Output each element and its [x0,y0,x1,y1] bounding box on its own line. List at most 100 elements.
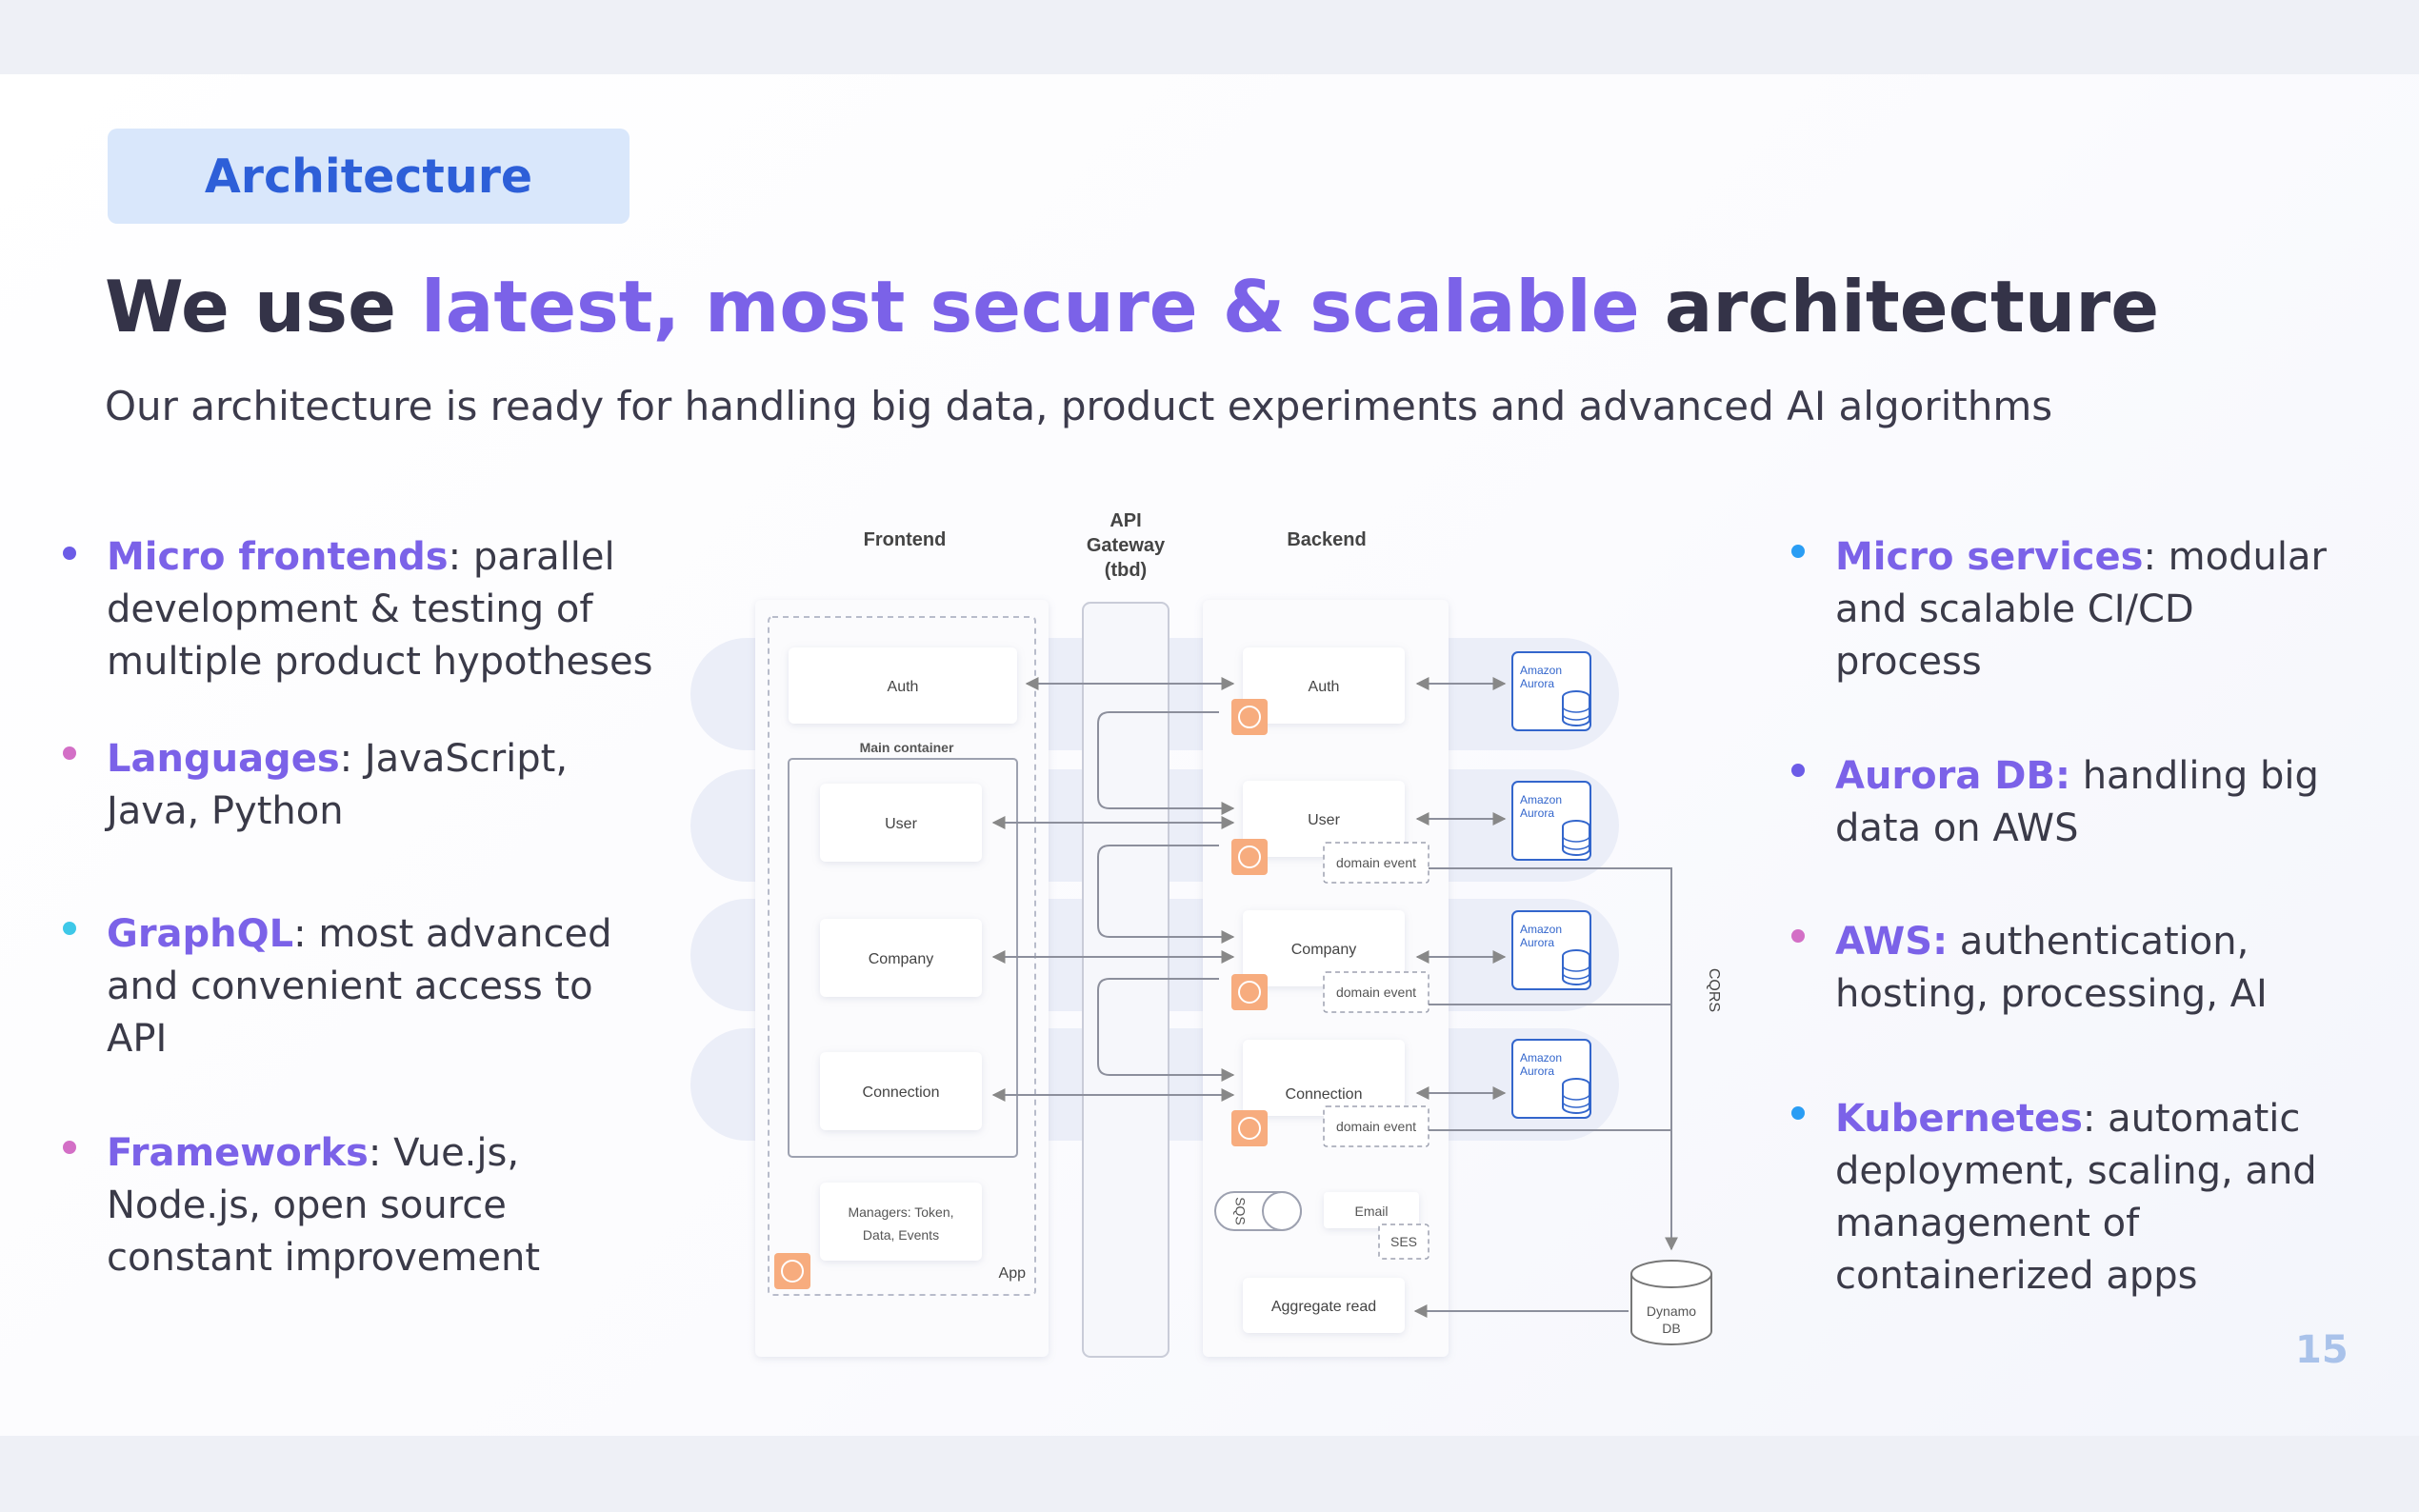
frontend-header: Frontend [864,529,947,550]
bullet-keyword: Frameworks [107,1131,369,1175]
backend-auth-box [1243,647,1405,724]
bullet-keyword: GraphQL [107,912,294,956]
domain-event-box [1323,971,1429,1013]
section-tag: Architecture [108,129,630,224]
title-part-2: architecture [1639,265,2160,348]
aggregate-read-label: Aggregate read [1271,1299,1376,1315]
sqs-toggle-knob [1262,1191,1302,1231]
managers-label-1: Managers: Token, [848,1204,953,1220]
main-container-label: Main container [860,740,954,755]
bullet-keyword: Aurora DB: [1835,754,2070,798]
bullet-text: : Vue.js, Node.js, open source constant … [107,1131,540,1280]
aurora-label-2: Aurora [1520,1064,1554,1078]
domain-event-label: domain event [1336,855,1416,870]
aurora-db-icon: Amazon Aurora [1511,1039,1591,1119]
architecture-diagram: Frontend API Gateway (tbd) Backend App A… [690,510,1722,1358]
left-bullet-list: Micro frontends: parallel development & … [63,531,678,1293]
frontend-auth-label: Auth [888,679,919,695]
lambda-icon [774,1253,810,1289]
lambda-icon [1231,699,1268,735]
domain-event-box [1323,842,1429,884]
frontend-company-box [820,919,982,997]
bullet-item: Languages: JavaScript, Java, Python [63,733,602,838]
bullet-text: : parallel development & testing of mult… [107,535,653,684]
bullet-item: AWS: authentication, hosting, processing… [1791,916,2330,1021]
bullet-text: : automatic deployment, scaling, and man… [1835,1097,2317,1298]
frontend-user-box [820,784,982,862]
domain-event-label: domain event [1336,1119,1416,1134]
right-bullet-list: Micro services: modular and scalable CI/… [1791,531,2369,1298]
email-box [1324,1192,1419,1228]
managers-box [820,1183,982,1261]
dynamo-label-2: DB [1662,1321,1680,1336]
aurora-db-icon: Amazon Aurora [1511,910,1591,990]
title-part-1: We use [105,265,422,348]
title-highlight: latest, most secure & scalable [421,265,1640,348]
page-title: We use latest, most secure & scalable ar… [105,265,2159,348]
lambda-icon [1231,839,1268,875]
app-label: App [999,1265,1027,1282]
bullet-keyword: AWS: [1835,920,1949,964]
bullet-keyword: Languages [107,737,340,781]
lambda-icon [1231,974,1268,1010]
api-gateway-header-2: Gateway [1087,535,1166,556]
bullet-item: Aurora DB: handling big data on AWS [1791,750,2330,855]
domain-event-label: domain event [1336,985,1416,1000]
aggregate-read-box [1243,1278,1405,1333]
bullet-dot [63,547,76,560]
bullet-dot [63,1141,76,1154]
backend-connection-box [1243,1040,1405,1116]
frontend-connection-box [820,1052,982,1130]
bullet-dot [63,746,76,760]
aurora-label-2: Aurora [1520,677,1554,690]
bullet-text: : most advanced and convenient access to… [107,912,612,1061]
bullet-dot [1791,545,1805,558]
backend-user-box [1243,781,1405,857]
aurora-label-1: Amazon [1520,923,1562,936]
aurora-label-1: Amazon [1520,793,1562,806]
domain-event-box [1323,1105,1429,1147]
aurora-db-icon: Amazon Aurora [1511,651,1591,731]
bullet-dot [1791,1106,1805,1120]
backend-user-label: User [1308,812,1340,828]
dynamo-label-1: Dynamo [1647,1303,1696,1319]
bullet-dot [63,922,76,935]
sqs-label: SQS [1232,1197,1248,1225]
frontend-company-label: Company [869,951,933,967]
frontend-auth-box [789,647,1017,724]
bullet-item: Micro frontends: parallel development & … [63,531,678,688]
bullet-item: Micro services: modular and scalable CI/… [1791,531,2330,688]
aurora-label-1: Amazon [1520,1051,1562,1064]
backend-company-box [1243,910,1405,986]
bullet-dot [1791,929,1805,943]
api-gateway-header-1: API [1110,510,1141,531]
backend-header: Backend [1287,529,1366,550]
bullet-text: : modular and scalable CI/CD process [1835,535,2327,684]
bullet-dot [1791,764,1805,777]
aurora-label-2: Aurora [1520,936,1554,949]
backend-connection-label: Connection [1286,1086,1363,1103]
ses-label: SES [1390,1234,1417,1249]
bullet-text: handling big data on AWS [1835,754,2319,850]
email-label: Email [1354,1204,1388,1219]
bullet-text: authentication, hosting, processing, AI [1835,920,2268,1016]
aurora-label-1: Amazon [1520,664,1562,677]
bullet-item: Kubernetes: automatic deployment, scalin… [1791,1093,2330,1303]
managers-label-2: Data, Events [863,1227,939,1243]
backend-auth-label: Auth [1309,679,1340,695]
frontend-connection-label: Connection [863,1084,940,1101]
bullet-keyword: Micro services [1835,535,2144,579]
bullet-text: : JavaScript, Java, Python [107,737,569,833]
subtitle: Our architecture is ready for handling b… [105,383,2053,429]
aurora-label-2: Aurora [1520,806,1554,820]
bullet-item: Frameworks: Vue.js, Node.js, open source… [63,1127,602,1284]
connector-lines [991,677,1678,1318]
dynamo-db-icon: Dynamo DB [1630,1260,1712,1345]
bullet-keyword: Micro frontends [107,535,449,579]
bullet-keyword: Kubernetes [1835,1097,2083,1141]
aurora-db-icon: Amazon Aurora [1511,781,1591,861]
page-number: 15 [2295,1328,2349,1372]
api-gateway-header-3: (tbd) [1105,560,1147,581]
cqrs-label: CQRS [1706,968,1722,1012]
lambda-icon [1231,1110,1268,1146]
